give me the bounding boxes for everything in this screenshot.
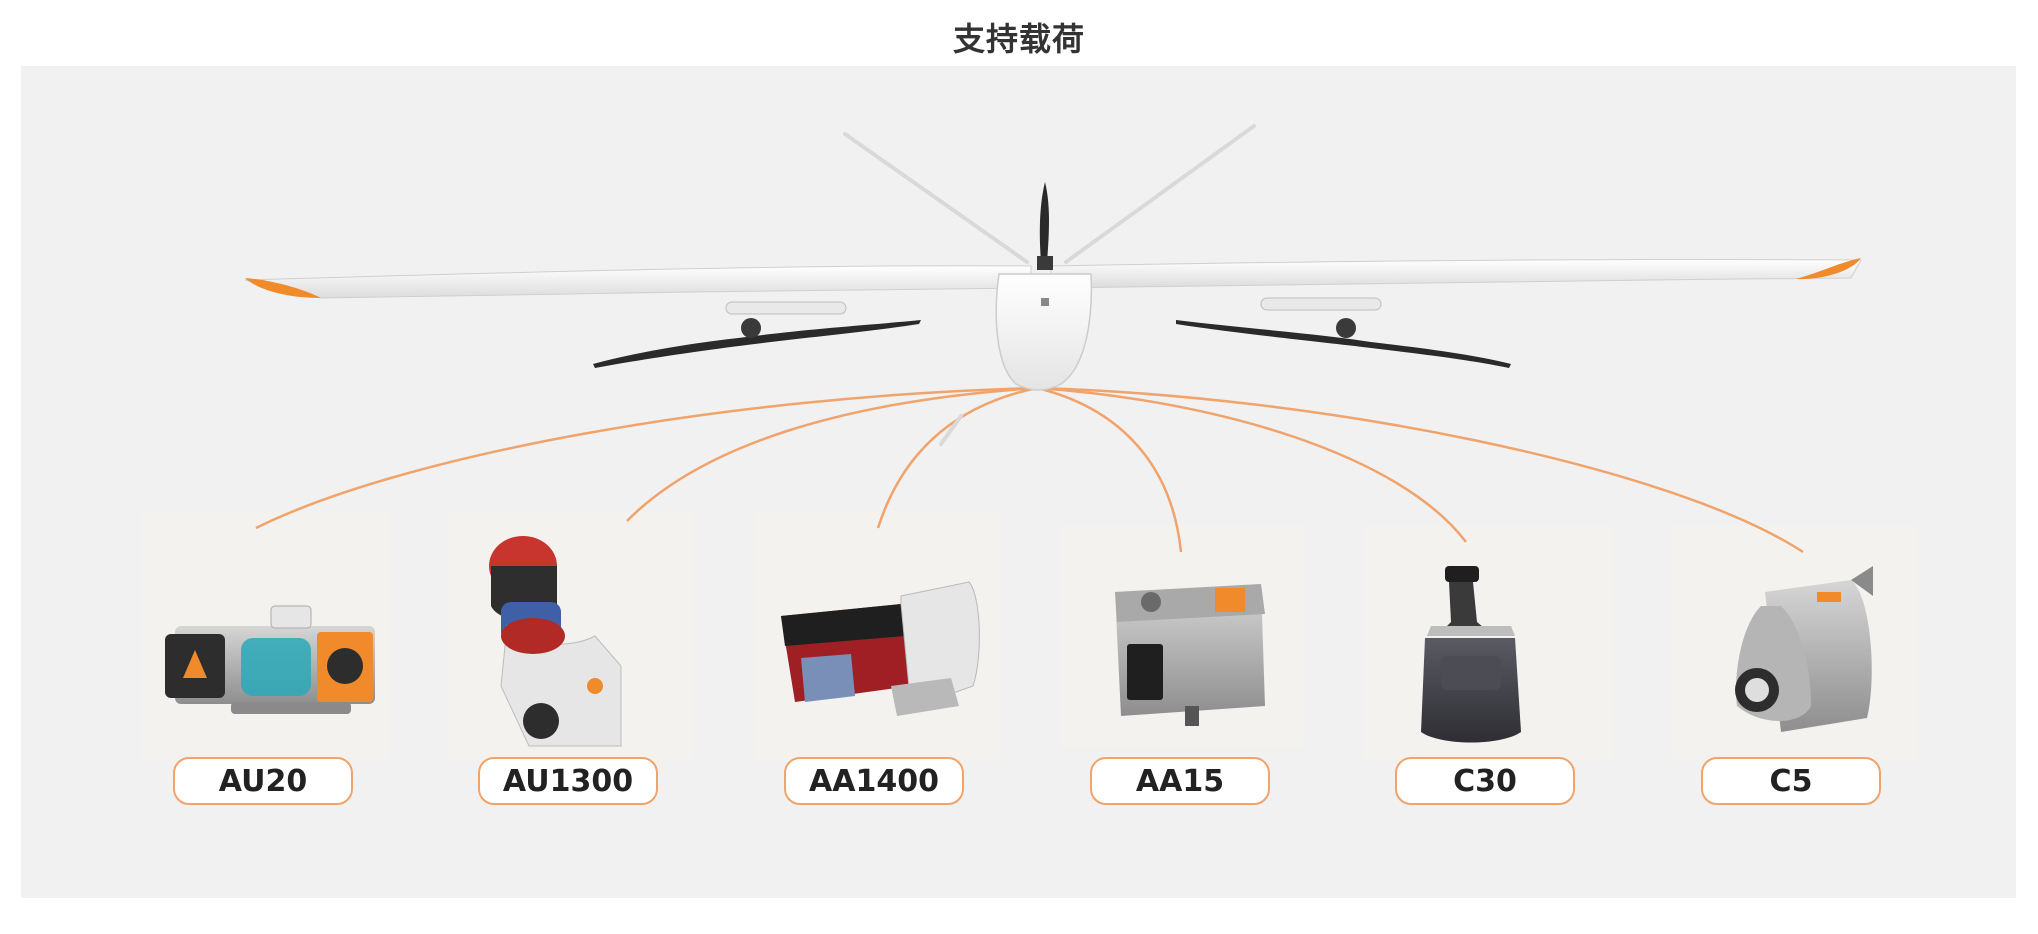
payload-panel: AU20 AU1300 AA1400 AA15 C30 C5: [21, 66, 2016, 898]
lidar-aa15-icon: [1115, 584, 1265, 726]
drone-wings-icon: [244, 258, 1862, 299]
propellers-icon: [593, 297, 1511, 368]
connection-line-au20: [255, 386, 1038, 530]
connection-lines: [255, 386, 1804, 554]
drone-illustration: [165, 124, 1873, 747]
payload-label-c5[interactable]: C5: [1701, 757, 1881, 805]
payload-label-au1300[interactable]: AU1300: [478, 757, 658, 805]
antennas-icon: [843, 124, 1256, 446]
connection-line-c30: [1036, 386, 1467, 543]
camera-c5-icon: [1735, 566, 1873, 732]
connection-line-aa15: [1036, 386, 1183, 553]
connection-line-aa1400: [876, 386, 1038, 529]
payload-label-aa15[interactable]: AA15: [1090, 757, 1270, 805]
payload-label-c30[interactable]: C30: [1395, 757, 1575, 805]
lidar-aa1400-icon: [781, 581, 980, 716]
connection-line-c5: [1036, 386, 1804, 554]
lidar-au20-icon: [165, 605, 375, 714]
drone-fuselage-icon: [995, 182, 1093, 391]
lidar-au1300-icon: [489, 536, 622, 747]
payload-label-au20[interactable]: AU20: [173, 757, 353, 805]
connection-line-au1300: [626, 386, 1038, 522]
section-title: 支持载荷: [952, 20, 1085, 58]
camera-c30-icon: [1421, 566, 1521, 743]
payload-label-aa1400[interactable]: AA1400: [784, 757, 964, 805]
